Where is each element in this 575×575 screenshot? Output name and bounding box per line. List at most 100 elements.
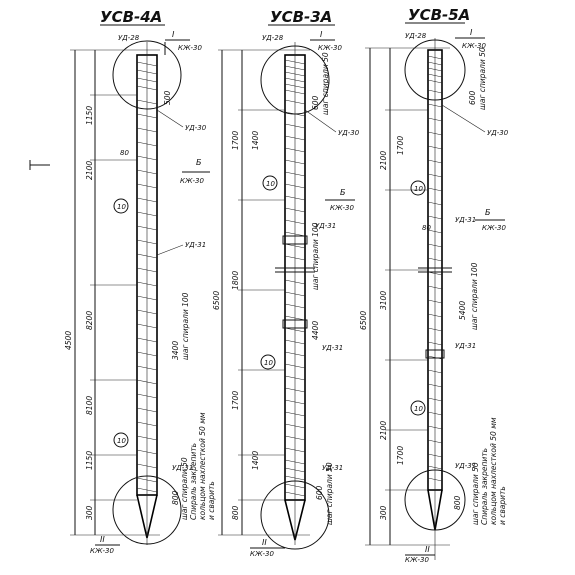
seg-dim: 8100 [85, 396, 94, 415]
head-detail-circle [260, 45, 330, 115]
pile-usv-3a: УСВ-3А 6500 1700 1400 1800 1700 1400 800… [212, 8, 360, 558]
dim-80: 80 [120, 149, 129, 157]
seg-dim: 2100 [379, 151, 388, 170]
spiral-note: шаг спирали 100 [470, 262, 479, 330]
head-dim: 600 [468, 90, 477, 105]
callout-10-label: 10 [266, 180, 275, 188]
tag-ud28: УД-28 [262, 34, 284, 42]
callout-10 [410, 180, 426, 196]
section-mark-top: I [172, 30, 175, 39]
pile-usv-4a: УСВ-4А 4500 1150 2100 8200 8100 1150 300… [64, 8, 216, 555]
seg-dim: 1150 [85, 451, 94, 470]
seg-dim: 8200 [85, 311, 94, 330]
section-mark-mid: Б [340, 188, 346, 197]
seg-dim: 1400 [251, 131, 260, 150]
tag-ud31-end: УД-31 [322, 464, 343, 472]
end-note: Спираль закрепить [189, 443, 198, 520]
end-dim: 800 [453, 495, 462, 510]
section-mark-top: I [320, 30, 323, 39]
tag-ud28: УД-28 [405, 32, 427, 40]
end-note: и сварить [498, 486, 507, 525]
section-mark-bottom: II [100, 535, 105, 544]
head-detail-circle [112, 40, 182, 110]
tag-ud31: УД-31 [455, 216, 476, 224]
tag-ud30: УД-30 [185, 124, 207, 132]
tip-detail-circle [404, 469, 466, 531]
end-note: Спираль закрепить [480, 448, 489, 525]
seg-dim: 1400 [251, 451, 260, 470]
seg-dim: 300 [85, 505, 94, 520]
pile-title: УСВ-3А [270, 8, 332, 26]
pile-title: УСВ-4А [100, 8, 162, 26]
end-note: кольцом нахлесткой 50 мм [198, 412, 207, 520]
end-note: и сварить [207, 481, 216, 520]
head-dim: 600 [311, 95, 320, 110]
spiral-note: шаг спирали 100 [181, 292, 190, 360]
section-mark-mid: Б [485, 208, 491, 217]
edge-mark [29, 160, 50, 170]
section-mark-bottom: II [262, 538, 267, 547]
callout-10-label: 10 [117, 203, 126, 211]
seg-dim: 1700 [231, 131, 240, 150]
head-note: шаг спирали 50 [478, 47, 487, 110]
seg-dim: 1700 [396, 136, 405, 155]
section-ref-bottom: КЖ-30 [250, 550, 274, 558]
seg-dim: 2100 [85, 161, 94, 180]
end-note: шаг спирали 50 [325, 462, 334, 525]
tag-ud31: УД-31 [322, 344, 343, 352]
seg-dim: 2100 [379, 421, 388, 440]
section-mark-top: I [470, 28, 473, 37]
section-ref-top: КЖ-30 [462, 42, 486, 50]
section-mark-mid: Б [196, 158, 202, 167]
section-ref-mid: КЖ-30 [330, 204, 354, 212]
spiral-note: шаг спирали 100 [311, 222, 320, 290]
total-length-dim: 4500 [64, 331, 73, 350]
head-note: шаг спирали 50 [321, 52, 330, 115]
seg-dim: 1700 [396, 446, 405, 465]
end-note: шаг спирали 50 [471, 462, 480, 525]
section-ref-bottom: КЖ-30 [90, 547, 114, 555]
callout-10 [410, 400, 426, 416]
total-length-dim: 6500 [359, 311, 368, 330]
tag-ud28: УД-28 [118, 34, 140, 42]
tag-ud31-end: УД-31 [455, 462, 476, 470]
seg-dim: 1800 [231, 271, 240, 290]
callout-10 [262, 175, 278, 191]
callout-10-label: 10 [414, 185, 423, 193]
spiral-hatching [284, 59, 306, 497]
tip-detail-circle [112, 475, 182, 545]
section-ref-mid: КЖ-30 [180, 177, 204, 185]
spiral-length: 5400 [458, 301, 467, 320]
tag-ud31: УД-31 [185, 241, 206, 249]
callout-10 [113, 198, 129, 214]
spiral-hatching [136, 61, 158, 493]
tag-ud30: УД-30 [487, 129, 509, 137]
dim-80: 80 [422, 224, 431, 232]
callout-10-label: 10 [117, 437, 126, 445]
seg-dim: 800 [231, 505, 240, 520]
head-dim: 500 [163, 90, 172, 105]
end-dim: 800 [171, 490, 180, 505]
pile-title: УСВ-5А [408, 6, 470, 24]
end-note: шаг спирали 50 [180, 457, 189, 520]
seg-dim: 300 [379, 505, 388, 520]
section-ref-top: КЖ-30 [318, 44, 342, 52]
tag-ud31: УД-31 [315, 222, 336, 230]
end-dim: 600 [315, 485, 324, 500]
section-ref-top: КЖ-30 [178, 44, 202, 52]
section-ref-mid: КЖ-30 [482, 224, 506, 232]
callout-10-label: 10 [414, 405, 423, 413]
total-length-dim: 6500 [212, 291, 221, 310]
spiral-length: 4400 [311, 321, 320, 340]
callout-10-label: 10 [264, 359, 273, 367]
spiral-length: 3400 [171, 341, 180, 360]
callout-10 [113, 432, 129, 448]
head-detail-circle [404, 39, 466, 101]
tag-ud31-end: УД-31 [172, 464, 193, 472]
spiral-hatching [427, 55, 443, 482]
pile-usv-5a: УСВ-5А 6500 2100 1700 3100 2100 1700 300… [359, 6, 509, 564]
section-mark-bottom: II [425, 545, 430, 554]
tag-ud30: УД-30 [338, 129, 360, 137]
section-ref-bottom: КЖ-30 [405, 556, 429, 564]
